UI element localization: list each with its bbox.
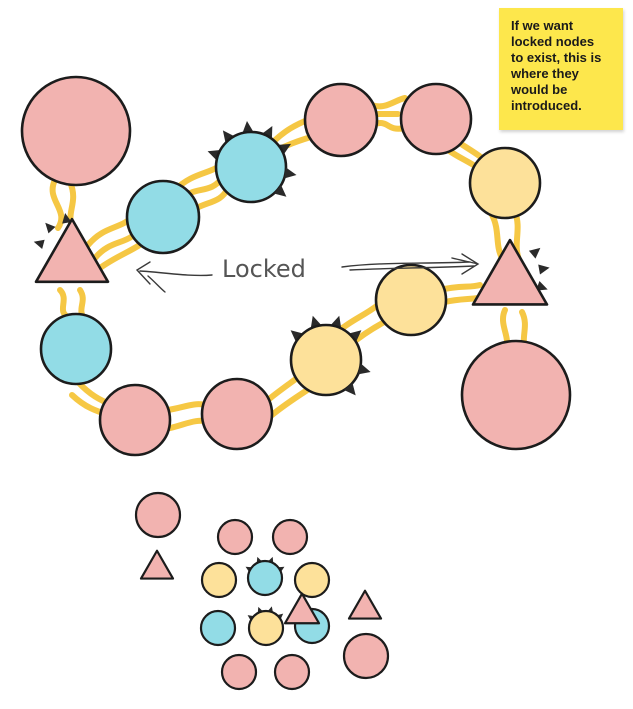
node-pink-large-bottomright [460, 339, 572, 451]
spike [33, 239, 45, 249]
spike [528, 247, 541, 259]
cluster-node-blue-spiky [246, 559, 284, 597]
cluster-node-pink [216, 518, 254, 556]
cluster-node-yellow [293, 561, 331, 599]
node-spikes [33, 213, 72, 249]
node-blue-upper [125, 179, 201, 255]
cluster-triangle-right [347, 589, 383, 620]
locked-label: Locked [222, 255, 306, 283]
node-pink-bottom-1 [98, 383, 172, 457]
node-yellow-mid [374, 263, 448, 337]
cluster-node-pink [273, 653, 311, 691]
left-arrow [135, 261, 213, 293]
cluster-node-pink [220, 653, 258, 691]
spike [277, 613, 284, 620]
sticky-note-text: If we want locked nodes to exist, this i… [511, 18, 602, 113]
node-spikes [343, 363, 371, 396]
spike [242, 120, 254, 134]
node-blue-left [39, 312, 113, 386]
cluster-node-yellow [200, 561, 238, 599]
cluster-node-pink [271, 518, 309, 556]
cluster-node-pink [134, 491, 182, 539]
cluster-node-blue [199, 609, 237, 647]
sticky-note: If we want locked nodes to exist, this i… [499, 8, 623, 130]
node-blue-spiky [214, 130, 288, 204]
node-pink-top-1 [303, 82, 379, 158]
node-yellow-spiky [289, 323, 363, 397]
node-pink-large-topleft [20, 75, 132, 187]
spike [45, 222, 56, 234]
spike [278, 143, 292, 155]
spike [262, 126, 273, 139]
spike [357, 363, 371, 375]
spike [290, 330, 304, 343]
spike [284, 167, 297, 179]
node-layer [20, 75, 572, 691]
locked-annotation: Locked [135, 253, 480, 293]
spike [273, 184, 287, 197]
right-arrow [341, 253, 480, 275]
cluster-node-pink [342, 632, 390, 680]
node-pink-bottom-2 [200, 377, 274, 451]
spike [222, 130, 235, 143]
spike [538, 264, 550, 275]
cluster-triangle-center [283, 592, 321, 625]
cluster-triangle-left [139, 549, 175, 580]
node-triangle-left [34, 217, 110, 284]
node-triangle-right [471, 238, 549, 306]
node-pink-top-2 [399, 82, 473, 156]
spike [343, 382, 356, 396]
cluster-node-yellow-spiky [247, 609, 285, 647]
node-yellow-right [468, 146, 542, 220]
spike [348, 330, 362, 343]
node-spikes [273, 167, 297, 197]
spike [62, 213, 72, 224]
